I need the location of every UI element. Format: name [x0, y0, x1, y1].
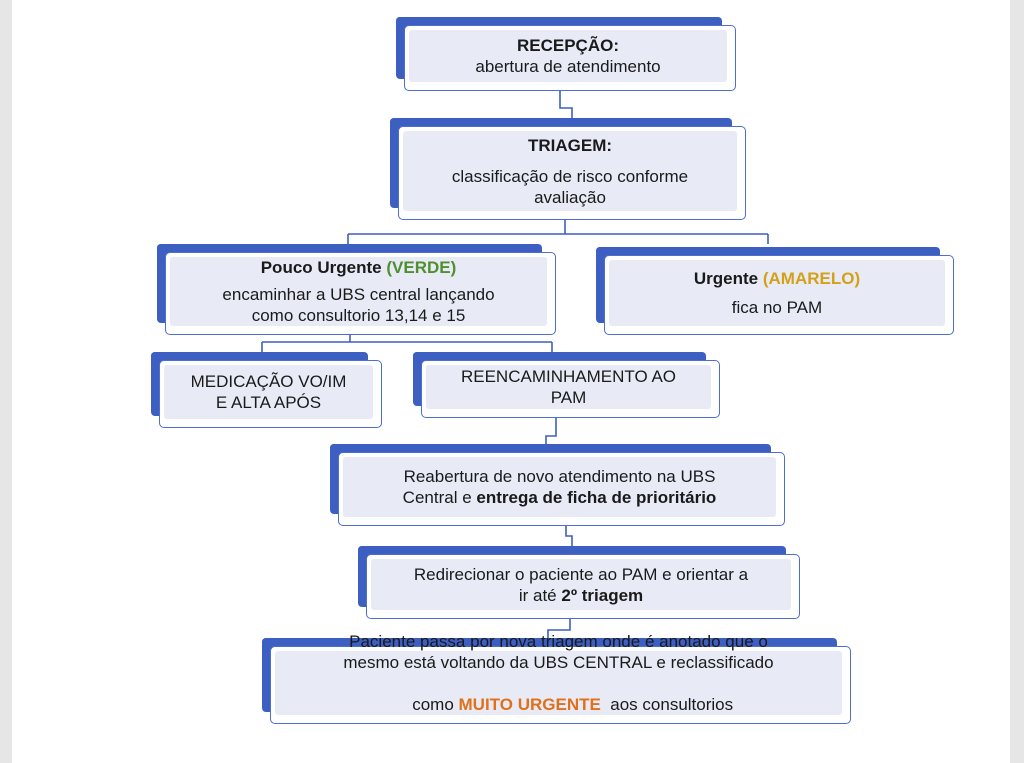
verde-tag: (VERDE)	[386, 258, 457, 277]
triagem-text-line2: avaliação	[534, 187, 606, 207]
connector-recepcao-triagem	[559, 90, 573, 118]
nova-triagem-line1: Paciente passa por nova triagem onde é a…	[349, 631, 768, 651]
urgente-title: Urgente	[693, 269, 759, 288]
connector-redirecionar-nova	[547, 618, 571, 638]
medicacao-line2: E ALTA APÓS	[215, 393, 322, 412]
node-recepcao: RECEPÇÃO: abertura de atendimento	[396, 17, 736, 91]
amarelo-tag: (AMARELO)	[762, 269, 861, 288]
pouco-urgente-text-line2: como consultorio 13,14 e 15	[251, 306, 466, 325]
reabertura-line2-prefix: Central e	[402, 488, 477, 507]
triagem-title: TRIAGEM:	[527, 135, 613, 155]
node-reencaminhamento: REENCAMINHAMENTO AO PAM	[413, 352, 720, 418]
nova-triagem-line3-suffix: aos consultorios	[600, 694, 734, 714]
reencaminhamento-line1: REENCAMINHAMENTO AO	[460, 367, 677, 386]
urgente-heading: Urgente (AMARELO)	[694, 268, 860, 289]
connector-reenc-reabertura	[545, 417, 557, 444]
nova-triagem-line2: mesmo está voltando da UBS CENTRAL e rec…	[343, 652, 774, 672]
muito-urgente-label: MUITO URGENTE	[458, 694, 601, 714]
reabertura-line2: Central e entrega de ficha de prioritári…	[403, 487, 717, 508]
connector-reabertura-redirecionar	[565, 525, 573, 546]
recepcao-text: abertura de atendimento	[475, 57, 661, 76]
recepcao-title: RECEPÇÃO:	[516, 36, 619, 55]
medicacao-line1: MEDICAÇÃO VO/IM	[190, 372, 347, 391]
pouco-urgente-heading: Pouco Urgente (VERDE)	[261, 257, 457, 278]
redirecionar-line1: Redirecionar o paciente ao PAM e orienta…	[413, 564, 749, 584]
connector-pouco-branches	[261, 334, 553, 352]
reencaminhamento-line2: PAM	[550, 388, 587, 407]
node-nova-triagem: Paciente passa por nova triagem onde é a…	[262, 632, 851, 724]
redirecionar-line2-prefix: ir até	[518, 585, 562, 605]
triagem-text-line1: classificação de risco conforme	[451, 166, 689, 186]
redirecionar-line2: ir até 2º triagem	[519, 585, 643, 606]
node-medicacao: MEDICAÇÃO VO/IM E ALTA APÓS	[151, 352, 382, 428]
connector-triagem-branches	[347, 220, 769, 244]
node-pouco-urgente: Pouco Urgente (VERDE) encaminhar a UBS c…	[157, 244, 556, 335]
node-triagem: TRIAGEM: classificação de risco conforme…	[390, 118, 746, 220]
node-reabertura: Reabertura de novo atendimento na UBS Ce…	[330, 444, 785, 526]
node-redirecionar: Redirecionar o paciente ao PAM e orienta…	[358, 546, 800, 619]
pouco-urgente-title: Pouco Urgente	[260, 258, 382, 277]
pouco-urgente-text-line1: encaminhar a UBS central lançando	[222, 285, 495, 304]
reabertura-line2-bold: entrega de ficha de prioritário	[476, 488, 717, 507]
redirecionar-line2-bold: 2º triagem	[561, 585, 644, 605]
reabertura-line1: Reabertura de novo atendimento na UBS	[403, 467, 716, 486]
node-urgente: Urgente (AMARELO) fica no PAM	[596, 247, 954, 335]
urgente-text: fica no PAM	[731, 298, 823, 317]
nova-triagem-line3: como MUITO URGENTE aos consultorios	[384, 673, 733, 736]
nova-triagem-line3-prefix: como	[412, 694, 459, 714]
